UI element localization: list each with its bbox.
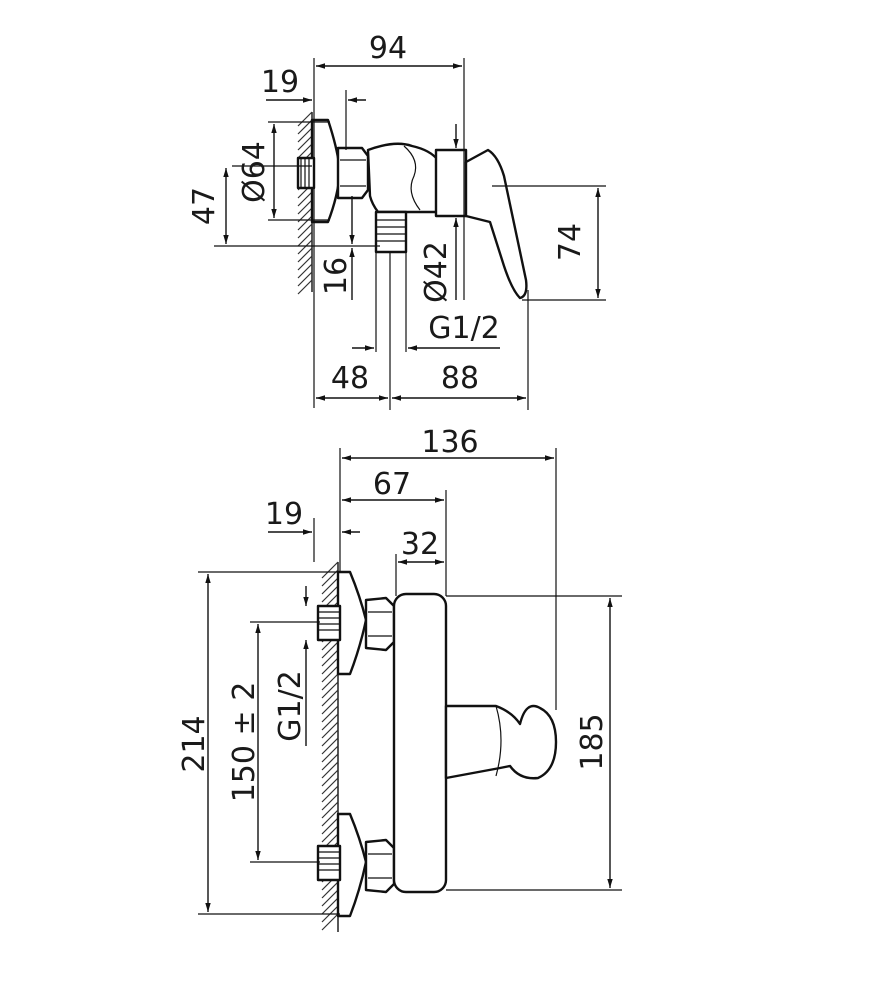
hatch-line bbox=[321, 777, 339, 795]
upper-hex-nut bbox=[364, 596, 396, 652]
hatch-line bbox=[297, 223, 313, 239]
hatch-line bbox=[321, 801, 339, 819]
dim-48: 48 bbox=[331, 361, 369, 396]
hatch-line bbox=[321, 657, 339, 675]
front-view: 136 67 19 32 214 150 ± 2 G1/2 185 bbox=[177, 425, 622, 932]
hatch-line bbox=[297, 135, 313, 151]
upper-rosette bbox=[336, 570, 368, 676]
hatch-line bbox=[321, 889, 339, 907]
hatch-line bbox=[321, 913, 339, 931]
dim-thread-top: G1/2 bbox=[428, 311, 500, 346]
hatch-line bbox=[321, 577, 339, 595]
hatch-line bbox=[297, 111, 313, 127]
hatch-line bbox=[321, 681, 339, 699]
hatch-line bbox=[321, 745, 339, 763]
hatch-line bbox=[297, 191, 313, 207]
hatch-line bbox=[297, 127, 313, 143]
hatch-line bbox=[297, 255, 313, 271]
lower-rosette bbox=[336, 812, 368, 918]
hatch-line bbox=[321, 809, 339, 827]
hatch-line bbox=[321, 729, 339, 747]
dim-19-front: 19 bbox=[265, 497, 303, 532]
mixer-body-top bbox=[366, 142, 442, 214]
top-view: 94 19 Ø64 47 16 Ø42 74 G1/2 48 88 bbox=[187, 31, 606, 410]
dim-67: 67 bbox=[373, 467, 411, 502]
dim-88: 88 bbox=[441, 361, 479, 396]
hatch-line bbox=[297, 279, 313, 295]
upper-inlet-thread bbox=[316, 604, 342, 642]
hatch-line bbox=[297, 143, 313, 159]
hatch-line bbox=[321, 769, 339, 787]
outlet-thread-top bbox=[374, 210, 408, 254]
dim-94: 94 bbox=[369, 31, 407, 66]
hatch-line bbox=[321, 561, 339, 579]
hatch-line bbox=[297, 231, 313, 247]
dim-185: 185 bbox=[575, 713, 610, 770]
cartridge-top bbox=[434, 148, 468, 218]
dim-47: 47 bbox=[187, 187, 222, 225]
hatch-line bbox=[321, 737, 339, 755]
hatch-line bbox=[297, 215, 313, 231]
dim-16: 16 bbox=[319, 257, 354, 295]
wall-hatch-top bbox=[297, 111, 313, 295]
hatch-line bbox=[321, 825, 339, 843]
dim-136: 136 bbox=[421, 425, 478, 460]
hatch-line bbox=[321, 881, 339, 899]
dim-214: 214 bbox=[177, 715, 212, 772]
dim-diameter-64: Ø64 bbox=[237, 141, 272, 203]
hatch-line bbox=[321, 793, 339, 811]
hatch-line bbox=[297, 199, 313, 215]
hatch-line bbox=[321, 897, 339, 915]
hatch-line bbox=[297, 247, 313, 263]
dim-32: 32 bbox=[401, 527, 439, 562]
lever-front-contour bbox=[495, 705, 502, 777]
dim-diameter-42: Ø42 bbox=[419, 241, 454, 303]
dim-74: 74 bbox=[553, 223, 588, 261]
hatch-line bbox=[321, 721, 339, 739]
mixer-body-front bbox=[392, 592, 448, 894]
hatch-line bbox=[297, 271, 313, 287]
wall-rosette-top bbox=[310, 118, 342, 224]
hatch-line bbox=[321, 753, 339, 771]
hatch-line bbox=[321, 689, 339, 707]
hatch-line bbox=[297, 239, 313, 255]
hatch-line bbox=[297, 263, 313, 279]
hatch-line bbox=[321, 785, 339, 803]
dim-thread-front: G1/2 bbox=[273, 670, 308, 742]
hatch-line bbox=[321, 641, 339, 659]
hatch-line bbox=[321, 673, 339, 691]
hatch-line bbox=[321, 761, 339, 779]
hatch-line bbox=[321, 705, 339, 723]
hatch-line bbox=[321, 817, 339, 835]
mixer-body-curve-top bbox=[403, 145, 421, 211]
lever-top bbox=[464, 148, 528, 300]
lower-hex-nut bbox=[364, 838, 396, 894]
hatch-line bbox=[321, 569, 339, 587]
hatch-line bbox=[321, 697, 339, 715]
hex-nut-top bbox=[336, 146, 370, 200]
hatch-line bbox=[321, 649, 339, 667]
lower-inlet-thread bbox=[316, 844, 342, 882]
dim-150-tolerance: 150 ± 2 bbox=[227, 682, 262, 803]
hatch-line bbox=[321, 713, 339, 731]
dim-19-top: 19 bbox=[261, 65, 299, 100]
hatch-line bbox=[321, 585, 339, 603]
hatch-line bbox=[321, 665, 339, 683]
